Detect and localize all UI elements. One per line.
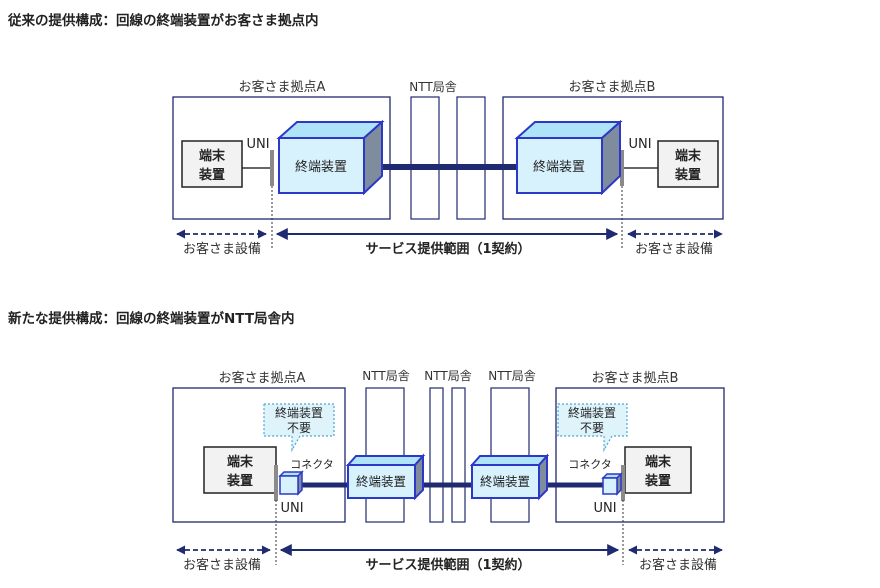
connector-label-b: コネクタ <box>568 458 612 471</box>
uni-point-b <box>621 465 625 501</box>
terminal-device-a-line1: 端末 <box>199 148 226 164</box>
termination-device-a-label: 終端装置 <box>295 159 347 175</box>
terminal-device-b <box>657 140 719 188</box>
connector-a <box>278 470 304 496</box>
terminal-device-b-line2: 装置 <box>644 473 671 489</box>
uni-label-a: UNI <box>246 137 269 152</box>
service-range-label: サービス提供範囲（1契約） <box>365 557 530 573</box>
site-a-label: お客さま拠点A <box>239 79 326 95</box>
connector-b <box>601 472 623 496</box>
site-a-box <box>172 96 391 220</box>
uni-point-a <box>274 465 278 501</box>
uni-label-a: UNI <box>280 501 303 516</box>
termination-device-a: 終端装置 <box>345 453 426 501</box>
ntt-building-column <box>456 96 486 220</box>
terminal-device-a-line2: 装置 <box>226 473 253 489</box>
ntt-building-label: NTT局舎 <box>409 80 456 94</box>
terminal-device-a <box>181 140 243 188</box>
callout-b-line1: 終端装置 <box>568 405 616 420</box>
uni-label-b: UNI <box>628 137 651 152</box>
customer-equipment-label-right: お客さま設備 <box>635 241 713 257</box>
customer-equipment-label-left: お客さま設備 <box>183 241 261 257</box>
service-range-label: サービス提供範囲（1契約） <box>365 241 530 257</box>
ntt-building-column <box>451 387 466 523</box>
terminal-device-b <box>624 446 692 494</box>
termination-device-b: 終端装置 <box>514 119 623 196</box>
terminal-device-b-line1: 端末 <box>645 454 672 470</box>
site-b-box <box>555 387 725 523</box>
terminal-device-b-line1: 端末 <box>675 148 702 164</box>
ntt-building-column <box>410 96 440 220</box>
site-b-box <box>502 96 724 220</box>
section2-title: 新たな提供構成：回線の終端装置がNTT局舎内 <box>8 311 295 327</box>
customer-equipment-label-right: お客さま設備 <box>639 557 717 573</box>
uni-label-b: UNI <box>593 501 616 516</box>
callout-no-device-a: 終端装置 不要 <box>263 403 335 453</box>
ntt-building-column <box>429 387 444 523</box>
section1-title: 従来の提供構成：回線の終端装置がお客さま拠点内 <box>8 13 319 29</box>
termination-device-b-label: 終端装置 <box>533 159 585 175</box>
termination-device-a-label: 終端装置 <box>356 474 406 489</box>
connector-label-a: コネクタ <box>290 458 334 471</box>
ntt-building-label-1: NTT局舎 <box>362 369 409 383</box>
section2-diagram: お客さま拠点A お客さま拠点B NTT局舎 NTT局舎 NTT局舎 終端装置 不… <box>172 369 725 573</box>
site-b-label: お客さま拠点B <box>592 370 679 386</box>
uni-point-a <box>270 150 274 186</box>
terminal-device-a-line2: 装置 <box>198 167 225 183</box>
ntt-building-label-2: NTT局舎 <box>424 369 471 383</box>
site-b-label: お客さま拠点B <box>569 79 656 95</box>
ntt-building-label-3: NTT局舎 <box>488 369 535 383</box>
callout-a-line1: 終端装置 <box>275 405 323 420</box>
customer-equipment-label-left: お客さま設備 <box>183 557 261 573</box>
terminal-device-b-line2: 装置 <box>674 167 701 183</box>
termination-device-a: 終端装置 <box>276 119 385 196</box>
termination-device-b-label: 終端装置 <box>480 474 530 489</box>
callout-a-line2: 不要 <box>287 421 311 435</box>
termination-device-b: 終端装置 <box>469 453 550 501</box>
terminal-device-a-line1: 端末 <box>227 454 254 470</box>
callout-no-device-b: 終端装置 不要 <box>557 403 628 453</box>
site-a-box <box>172 387 346 523</box>
site-a-label: お客さま拠点A <box>219 370 306 386</box>
callout-b-line2: 不要 <box>580 421 604 435</box>
section1-diagram: お客さま拠点A お客さま拠点B NTT局舎 UNI UNI 端末 装置 端末 装… <box>172 79 724 257</box>
uni-point-b <box>620 150 624 186</box>
